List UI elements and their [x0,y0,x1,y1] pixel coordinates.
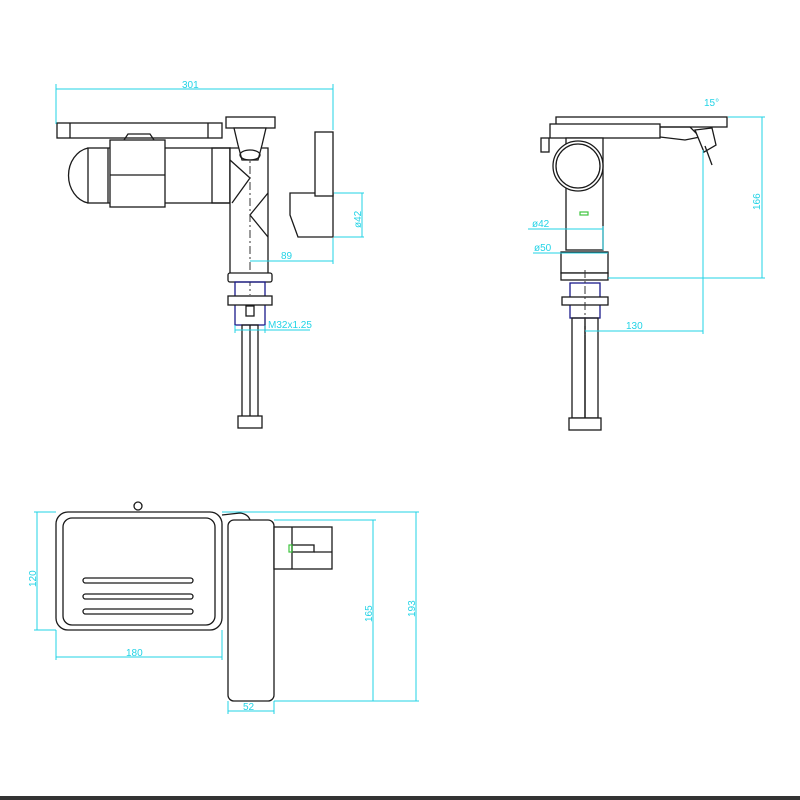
handle-plan [227,519,275,702]
slot [82,593,194,600]
base-collar [227,272,273,283]
hose-nut [237,415,263,429]
slot [82,577,194,584]
dim-side-d42: ø42 [532,219,550,230]
dim-180: 180 [126,648,143,659]
lever-handle [314,131,334,197]
mounting-plate [227,295,273,306]
plan-view: 120 180 165 193 52 [28,501,419,714]
dim-165: 165 [364,605,375,622]
shelf-bracket [109,139,166,208]
dim-thread: M32x1.25 [268,320,312,331]
dim-130: 130 [626,321,643,332]
side-hose-nuts [568,417,602,431]
side-lever [694,127,717,153]
dim-89: 89 [281,251,293,262]
shelf-plan [55,511,223,631]
front-view: 301 ø42 89 M32x1.25 [55,80,364,429]
dim-angle: 15° [704,98,719,109]
dim-193: 193 [407,600,418,617]
end-cap [67,147,89,204]
body-column [229,147,269,276]
dim-side-d50: ø50 [534,243,552,254]
dim-120: 120 [28,570,39,587]
bottom-edge [0,796,800,800]
dim-301: 301 [182,80,199,91]
dim-front-diameter: ø42 [353,210,364,228]
side-view: 15° 166 130 ø42 ø50 [528,98,765,431]
shelf-front [56,122,223,139]
slot [82,608,194,615]
pipe-section [552,140,604,192]
dim-166: 166 [752,193,763,210]
spout-plan [273,526,333,570]
spout [289,192,334,238]
valve-cap [225,116,276,129]
screw-head [133,501,143,511]
dim-52: 52 [243,702,255,713]
